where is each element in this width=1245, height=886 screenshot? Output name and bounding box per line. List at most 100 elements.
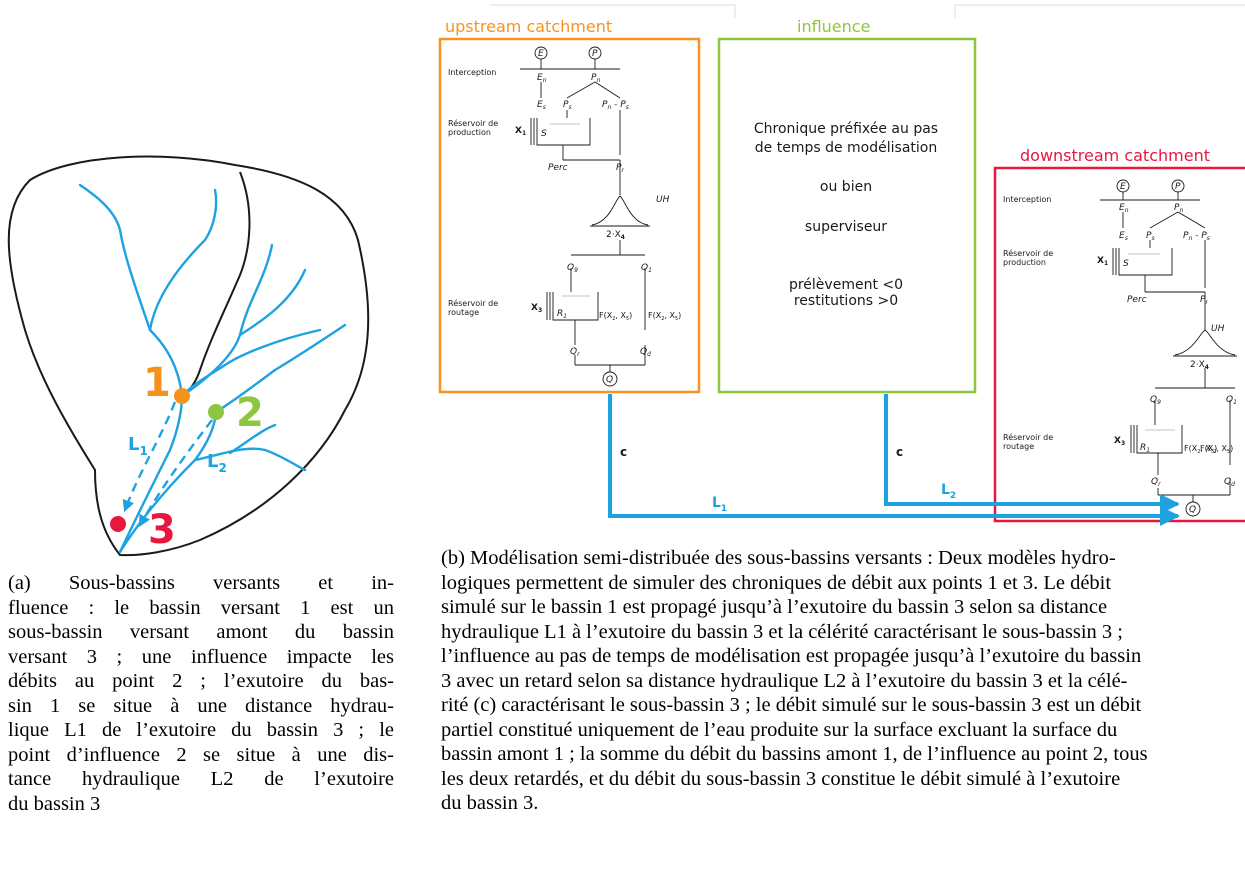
svg-text:Pr: Pr — [616, 163, 624, 174]
svg-text:Qd: Qd — [1224, 477, 1235, 488]
svg-text:Réservoir de: Réservoir de — [448, 118, 498, 128]
caption-a-line: du bassin 3 — [8, 792, 101, 815]
upstream-model-schematic: Interception Réservoir de production Rés… — [448, 46, 681, 387]
caption-a-line: sin 1 se situe à une distance hydrau- — [8, 694, 394, 717]
svg-text:Pn: Pn — [591, 73, 600, 84]
caption-b-line: (b) Modélisation semi-distribuée des sou… — [441, 547, 1116, 569]
caption-b-line: logiques permettent de simuler des chron… — [441, 571, 1112, 594]
path-l1-dashed — [122, 401, 177, 513]
svg-text:Interception: Interception — [1003, 195, 1051, 204]
point-2-marker — [208, 404, 224, 420]
catchment-map: 1 2 3 L1 L2 — [7, 155, 370, 557]
celerity-label-1: c — [620, 445, 627, 459]
point-1-marker — [174, 388, 190, 404]
svg-text:Qr: Qr — [1151, 477, 1161, 488]
caption-a-line: fluence : le bassin versant 1 est un — [8, 596, 394, 619]
caption-a-line: sous-bassin versant amont du bassin — [8, 621, 394, 643]
flow-l2-label: L2 — [941, 482, 956, 501]
svg-text:Q1: Q1 — [641, 263, 652, 274]
influence-text-6: restitutions >0 — [794, 293, 898, 309]
point-1-label: 1 — [143, 360, 171, 406]
downstream-model-schematic: Interception Réservoir de production Rés… — [1003, 179, 1237, 517]
caption-b-line: 3 avec un retard selon sa distance hydra… — [441, 669, 1128, 692]
flow-arrows — [608, 394, 1180, 526]
upstream-catchment-title: upstream catchment — [445, 17, 612, 36]
path-l2-dashed — [138, 419, 213, 528]
length-l2-label: L2 — [207, 451, 227, 475]
svg-text:routage: routage — [448, 308, 479, 317]
svg-text:Pr: Pr — [1200, 295, 1208, 306]
influence-text-2: de temps de modélisation — [755, 140, 937, 156]
svg-text:Réservoir de: Réservoir de — [1003, 432, 1053, 442]
celerity-label-2: c — [896, 445, 903, 459]
svg-text:production: production — [448, 128, 491, 137]
svg-text:Réservoir de: Réservoir de — [1003, 248, 1053, 258]
influence-title: influence — [797, 17, 870, 36]
downstream-catchment-box — [993, 166, 1245, 523]
caption-a-line: versant 3 ; une influence impacte les — [8, 645, 394, 668]
influence-text-1: Chronique préfixée au pas — [754, 121, 938, 137]
svg-text:Es: Es — [1119, 231, 1128, 242]
svg-text:Q9: Q9 — [1150, 395, 1161, 406]
upstream-catchment-box — [438, 37, 701, 394]
svg-text:Pn - Ps: Pn - Ps — [602, 100, 629, 111]
svg-text:Q9: Q9 — [567, 263, 578, 274]
svg-text:En: En — [1119, 203, 1129, 214]
caption-b-line: partiel constitué uniquement de l’eau pr… — [441, 718, 1118, 741]
caption-b-line: rité (c) caractérisant le sous-bassin 3 … — [441, 694, 1142, 716]
svg-text:S: S — [1123, 259, 1129, 269]
caption-a-line: (a) Sous-bassins versants et in- — [8, 572, 394, 594]
svg-text:Q: Q — [1189, 505, 1196, 515]
caption-b-line: l’influence au pas de temps de modélisat… — [441, 645, 1142, 667]
svg-text:Perc: Perc — [1127, 295, 1147, 305]
caption-a: (a) Sous-bassins versants et in- fluence… — [8, 571, 394, 816]
svg-text:E: E — [1120, 182, 1126, 192]
influence-box — [717, 37, 977, 394]
svg-text:P: P — [1175, 182, 1181, 192]
river-network — [78, 183, 347, 554]
caption-b-line: simulé sur le bassin 1 est propagé jusqu… — [441, 596, 1108, 618]
svg-text:Pn - Ps: Pn - Ps — [1183, 231, 1210, 242]
caption-a-line: tance hydraulique L2 de l’exutoire — [8, 768, 394, 790]
svg-text:Pn: Pn — [1174, 203, 1183, 214]
svg-text:Qd: Qd — [640, 347, 651, 358]
svg-text:F(X2, X5): F(X2, X5) — [1200, 444, 1233, 455]
model-diagram: upstream catchment influence Chronique p… — [438, 4, 1245, 526]
svg-text:UH: UH — [656, 195, 670, 205]
svg-text:2·X4: 2·X4 — [606, 230, 625, 241]
influence-text-3: ou bien — [820, 179, 872, 195]
caption-b: (b) Modélisation semi-distribuée des sou… — [441, 546, 1245, 816]
caption-a-line: débits au point 2 ; l’exutoire du bas- — [8, 670, 394, 692]
point-3-label: 3 — [148, 507, 176, 553]
svg-text:R1: R1 — [557, 309, 567, 320]
caption-b-line: hydraulique L1 à l’exutoire du bassin 3 … — [441, 620, 1123, 643]
point-3-marker — [110, 516, 126, 532]
svg-text:Q1: Q1 — [1226, 395, 1237, 406]
caption-b-line: du bassin 3. — [441, 792, 539, 814]
caption-b-line: les deux retardés, et du débit du sous-b… — [441, 767, 1121, 790]
svg-text:Réservoir de: Réservoir de — [448, 298, 498, 308]
length-l1-label: L1 — [128, 434, 148, 458]
svg-text:Es: Es — [537, 100, 546, 111]
caption-a-line: lique L1 de l’exutoire du bassin 3 ; le — [8, 719, 394, 741]
svg-text:F(X2, X5): F(X2, X5) — [1184, 444, 1217, 455]
svg-text:routage: routage — [1003, 442, 1034, 451]
svg-text:X1: X1 — [1097, 256, 1108, 267]
subcatchment-1-boundary — [181, 171, 251, 397]
catchment-outline — [7, 155, 370, 557]
caption-a-line: point d’influence 2 se situe à une dis- — [8, 743, 394, 766]
svg-text:F(X2, X5): F(X2, X5) — [599, 311, 632, 322]
svg-text:S: S — [541, 129, 547, 139]
svg-text:Perc: Perc — [548, 163, 568, 173]
svg-text:P: P — [592, 49, 598, 59]
svg-text:2·X4: 2·X4 — [1190, 360, 1209, 371]
svg-text:F(X2, X5): F(X2, X5) — [648, 311, 681, 322]
arrow-l1 — [608, 394, 1180, 526]
influence-text-5: prélèvement <0 — [789, 277, 903, 293]
svg-text:X3: X3 — [531, 303, 542, 314]
flow-l1-label: L1 — [712, 495, 727, 514]
svg-text:Ps: Ps — [1146, 231, 1155, 242]
point-2-label: 2 — [236, 390, 264, 436]
svg-text:E: E — [538, 49, 544, 59]
